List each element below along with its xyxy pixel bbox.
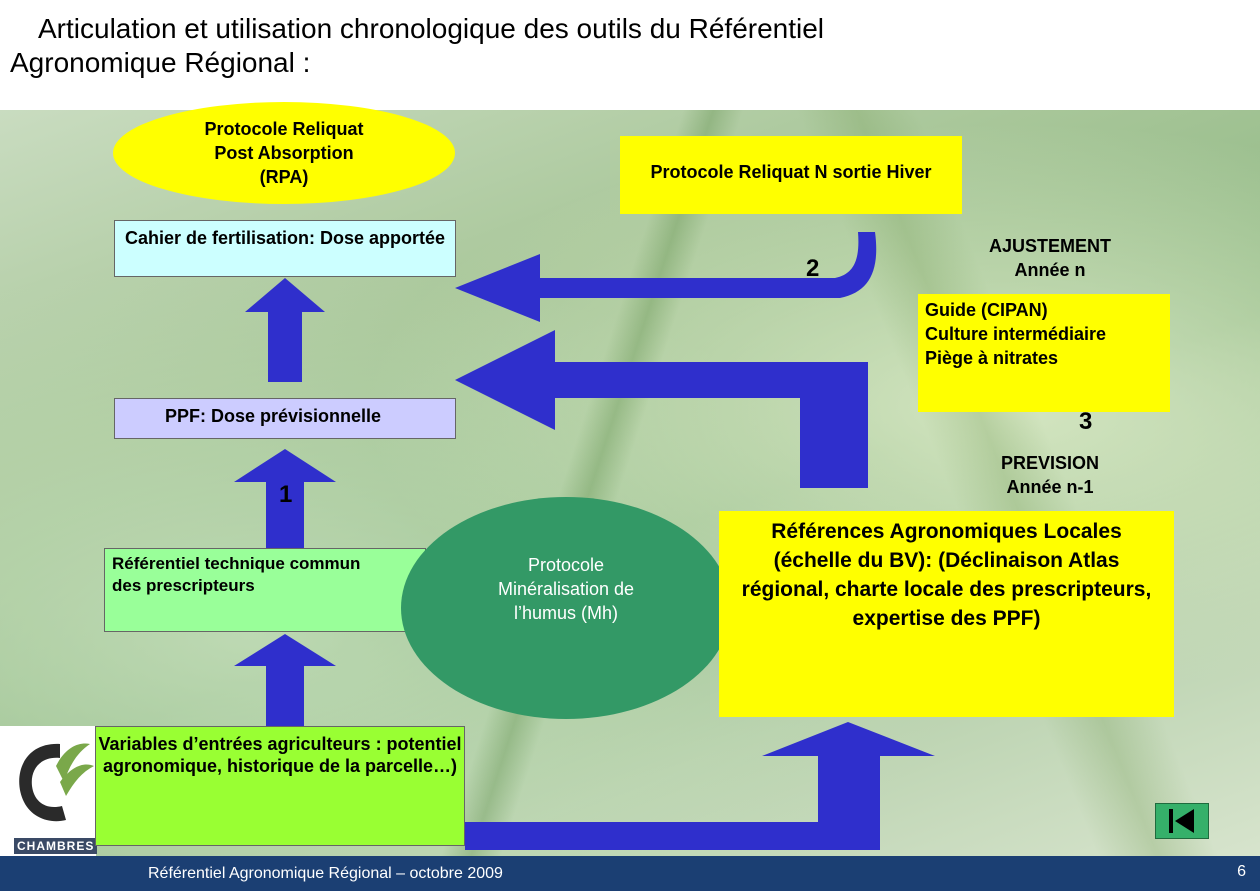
node-rpa: Protocole Reliquat Post Absorption (RPA) xyxy=(113,102,455,204)
prevision-line-1: PREVISION xyxy=(1000,453,1100,473)
step-number-2: 2 xyxy=(806,255,820,282)
node-mh: Protocole Minéralisation de l’humus (Mh) xyxy=(401,497,731,719)
cipan-line-1: Guide (CIPAN) xyxy=(925,300,1048,320)
prevision-label: PREVISION Année n-1 xyxy=(960,451,1140,499)
node-cipan: Guide (CIPAN) Culture intermédiaire Pièg… xyxy=(918,294,1170,412)
arrow-2-ajustement xyxy=(455,232,877,322)
arrow-ref-to-variables xyxy=(465,722,935,850)
node-references: Références Agronomiques Locales (échelle… xyxy=(719,511,1174,717)
node-cahier: Cahier de fertilisation: Dose apportée xyxy=(114,220,456,277)
skip-to-first-icon xyxy=(1169,809,1194,833)
cipan-line-2: Culture intermédiaire xyxy=(925,324,1107,344)
title-line-2: Agronomique Régional : xyxy=(10,47,311,78)
prevision-line-2: Année n-1 xyxy=(1006,477,1094,497)
cipan-line-3: Piège à nitrates xyxy=(925,348,1059,368)
node-rsh: Protocole Reliquat N sortie Hiver xyxy=(620,136,962,214)
node-variables-text: Variables d’entrées agriculteurs : poten… xyxy=(98,734,462,776)
nav-first-slide-button[interactable] xyxy=(1155,803,1209,839)
node-referentiel-text: Référentiel technique commun des prescri… xyxy=(112,554,361,595)
node-ppf: PPF: Dose prévisionnelle xyxy=(114,398,456,439)
ajustement-label: AJUSTEMENT Année n xyxy=(960,234,1140,282)
ajustement-line-2: Année n xyxy=(1014,260,1086,280)
footer-bar: Référentiel Agronomique Régional – octob… xyxy=(0,856,1260,891)
node-references-text: Références Agronomiques Locales (échelle… xyxy=(741,520,1152,630)
footer-text: Référentiel Agronomique Régional – octob… xyxy=(148,865,503,882)
page-number: 6 xyxy=(1237,863,1246,880)
title-line-1: Articulation et utilisation chronologiqu… xyxy=(38,13,825,44)
arrow-up-ref-to-ppf xyxy=(234,449,336,548)
node-ppf-text: PPF: Dose prévisionnelle xyxy=(165,406,382,426)
arrow-up-ppf-to-cahier xyxy=(245,278,325,382)
step-number-3: 3 xyxy=(1079,408,1093,435)
node-mh-text: Protocole Minéralisation de l’humus (Mh) xyxy=(497,555,635,623)
node-referentiel: Référentiel technique commun des prescri… xyxy=(104,548,426,632)
node-rsh-text: Protocole Reliquat N sortie Hiver xyxy=(650,162,932,182)
arrow-3-prevision xyxy=(455,330,868,488)
node-rpa-text: Protocole Reliquat Post Absorption (RPA) xyxy=(204,119,364,187)
chambres-logo: CHAMBRES xyxy=(0,726,98,856)
node-cahier-text: Cahier de fertilisation: Dose apportée xyxy=(124,228,446,248)
arrow-up-var-to-ref xyxy=(234,634,336,726)
step-number-1: 1 xyxy=(279,481,293,508)
node-variables: Variables d’entrées agriculteurs : poten… xyxy=(95,726,465,846)
page-title: Articulation et utilisation chronologiqu… xyxy=(10,12,1210,80)
logo-text: CHAMBRES xyxy=(14,838,98,854)
chambres-logo-icon xyxy=(19,743,94,822)
ajustement-line-1: AJUSTEMENT xyxy=(988,236,1111,256)
